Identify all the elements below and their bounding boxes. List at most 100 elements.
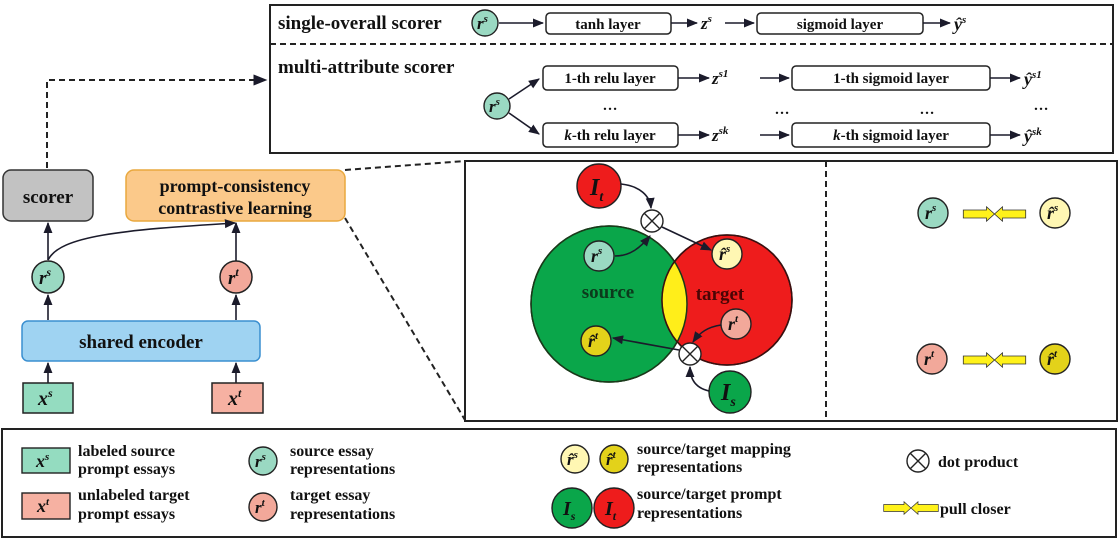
rt-legend-line2: representations: [290, 506, 395, 523]
rs-node-label: rs: [477, 13, 488, 33]
arrow: [508, 112, 540, 135]
rs-node: [917, 197, 949, 229]
xt-legend-line1: unlabeled target: [78, 487, 190, 504]
mapping-legend-line1: source/target mapping: [637, 441, 791, 458]
rs-legend-line1: source essay: [290, 443, 374, 460]
rhat-s-legend-label: r̂s: [567, 449, 578, 469]
contrastive-panel-frame: [464, 160, 1118, 422]
contrastive-panel: source target It rs r̂s rt r̂t Is: [464, 160, 1118, 422]
rs-node-label: rs: [489, 96, 500, 116]
arrow: [508, 78, 540, 100]
rs-node: [31, 260, 65, 294]
rhat-t-legend-symbol: [599, 444, 629, 474]
pipeline: scorer prompt-consistency contrastive le…: [2, 169, 346, 414]
ellipsis: …: [775, 102, 790, 118]
arrow: [685, 365, 710, 392]
scorer-panel-frame: [269, 4, 1114, 154]
arrow: [661, 226, 713, 251]
relu-layer-label-1: 1-th relu layer: [564, 71, 656, 87]
multi-attribute-title: multi-attribute scorer: [278, 57, 455, 78]
rs-node: [583, 240, 615, 272]
It-legend-symbol: [593, 487, 635, 529]
sigmoid-layer-label: sigmoid layer: [797, 17, 884, 33]
rt-node: [916, 343, 948, 375]
ellipsis: …: [1034, 98, 1049, 114]
rs-legend-line2: representations: [290, 461, 395, 478]
pull-closer-icon: [962, 352, 1027, 368]
source-label: source: [582, 282, 634, 303]
dot-product-cross: [681, 345, 699, 363]
xt-legend-symbol: xt: [36, 496, 50, 516]
sigmoid-layer-label-1: 1-th sigmoid layer: [833, 71, 949, 87]
rhat-s-legend-symbol: [560, 444, 590, 474]
legend: xs labeled source prompt essays xt unlab…: [1, 428, 1117, 538]
mapping-legend-line2: representations: [637, 459, 742, 476]
scorer-label: scorer: [23, 187, 74, 208]
rs-legend-symbol: [248, 446, 278, 476]
rs-legend-label: rs: [255, 451, 266, 471]
xs-legend-line2: prompt essays: [78, 461, 175, 478]
legend-frame: [1, 428, 1117, 538]
rhat-t-node: [580, 325, 612, 357]
arrow: [611, 335, 680, 351]
sigmoid-layer-label-k: k-th sigmoid layer: [833, 128, 949, 144]
rhat-s-label: r̂s: [1047, 202, 1058, 223]
Is-legend-label: Is: [562, 498, 576, 523]
Is-legend-symbol: [551, 487, 593, 529]
prompt-legend-line2: representations: [637, 505, 742, 522]
rs-node-label: rs: [925, 202, 936, 223]
xs-label: xs: [37, 386, 53, 410]
rt-legend-line1: target essay: [290, 487, 370, 504]
xt-label: xt: [227, 386, 242, 410]
It-legend-label: It: [604, 498, 617, 523]
scorer-box: [2, 169, 94, 222]
pull-closer-icon: [883, 501, 939, 515]
dot-product-legend-label: dot product: [938, 454, 1019, 471]
xs-legend-line1: labeled source: [78, 443, 175, 460]
xs-legend-swatch: [21, 447, 71, 474]
yhat-s1-label: ŷs1: [1022, 69, 1042, 89]
ellipsis: …: [920, 102, 935, 118]
relu-layer-label-k: k-th relu layer: [564, 128, 656, 144]
tanh-layer-label: tanh layer: [575, 17, 641, 33]
rt-node: [219, 260, 253, 294]
xt-legend-swatch: [21, 492, 71, 520]
arrow: [47, 219, 237, 261]
zoom-connector-bottom: [344, 217, 466, 421]
target-label: target: [696, 284, 745, 305]
rhat-t-node: [1039, 343, 1071, 375]
rhat-t-label: r̂t: [588, 330, 599, 351]
multi-attribute-row: multi-attribute scorer rs 1-th relu laye…: [278, 57, 1049, 148]
rs-node-label: rs: [591, 245, 602, 266]
zs1-label: zs1: [711, 68, 728, 88]
single-overall-title: single-overall scorer: [278, 13, 442, 34]
arrow: [692, 324, 722, 343]
target-domain-outline: [661, 234, 793, 366]
arrow: [614, 235, 651, 257]
pull-pair-source: rs r̂s: [917, 197, 1071, 229]
single-overall-row: single-overall scorer rs tanh layer zs s…: [278, 9, 966, 37]
xt-input-box: [211, 382, 264, 414]
rs-node-label: rs: [39, 265, 51, 289]
rhat-t-legend-label: r̂t: [606, 449, 617, 469]
zoom-connector-top: [344, 160, 466, 171]
scorer-panel: single-overall scorer rs tanh layer zs s…: [269, 4, 1114, 154]
rs-node: [471, 9, 499, 37]
dot-product-cross: [909, 452, 927, 470]
contrastive-line1: prompt-consistency: [160, 176, 311, 196]
source-domain-outline: [530, 225, 688, 383]
rhat-s-label: r̂s: [719, 243, 730, 264]
xs-legend-symbol: xs: [35, 451, 49, 471]
rt-node-label: rt: [728, 313, 739, 334]
It-node: [576, 163, 622, 209]
ellipsis: …: [603, 98, 618, 114]
rhat-s-node: [711, 238, 743, 270]
shared-encoder-box: [21, 320, 261, 362]
pull-pair-target: rt r̂t: [916, 343, 1071, 375]
rt-node-label: rt: [924, 348, 935, 369]
xs-input-box: [22, 382, 74, 414]
rs-node: [483, 92, 511, 120]
prompt-legend-line1: source/target prompt: [637, 486, 782, 503]
contrastive-line2: contrastive learning: [158, 198, 311, 218]
